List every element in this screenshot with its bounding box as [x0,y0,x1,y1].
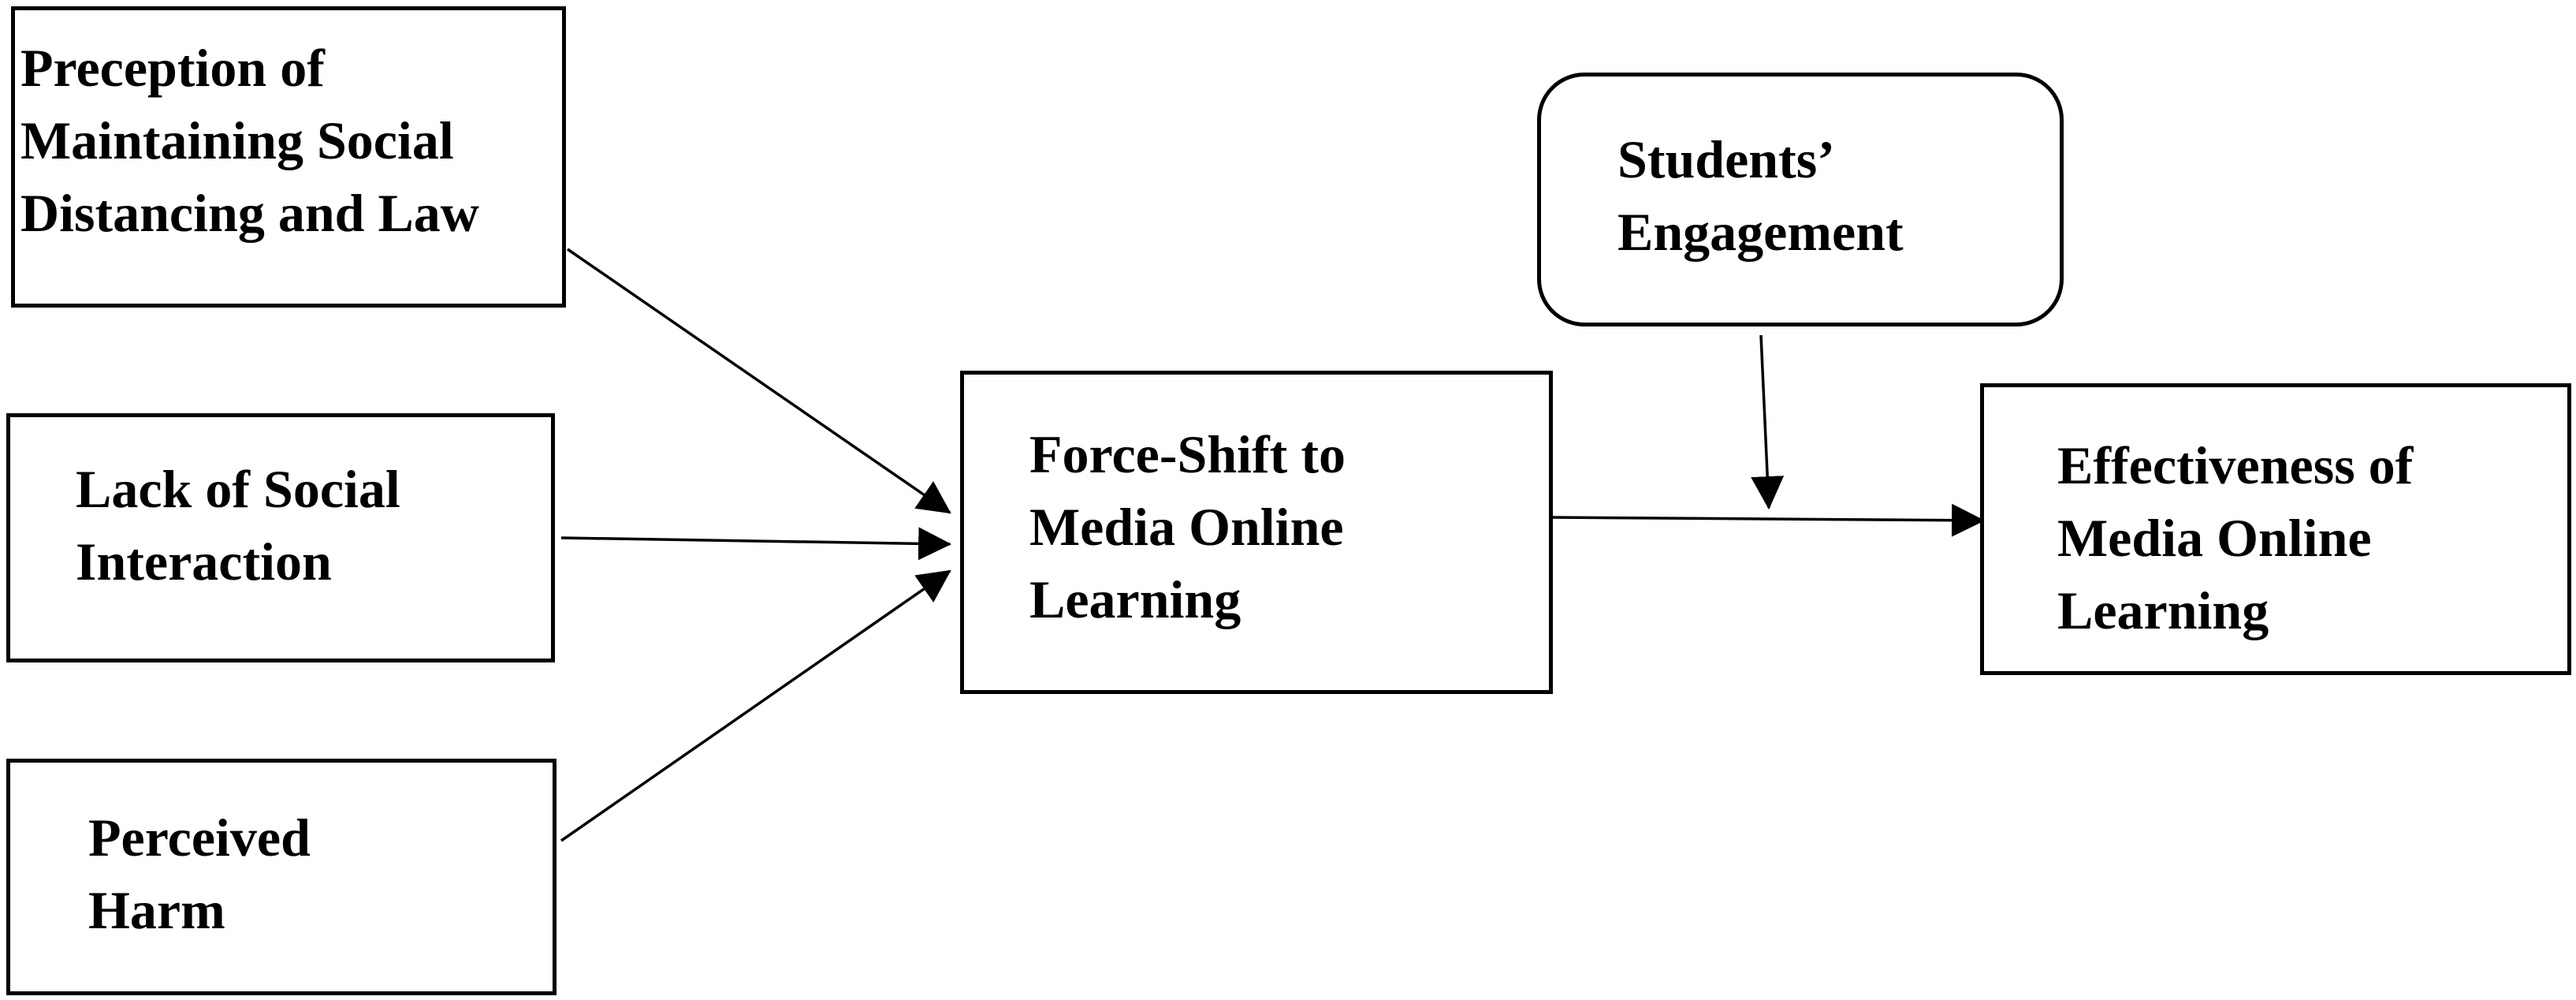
arrow-perception-to-force-shift [567,248,951,514]
node-force-shift-line-1: Force-Shift to [1029,424,1346,484]
arrow-lack-interaction-to-force-shift [560,527,952,561]
node-engagement-label: Students’ Engagement [1617,123,1904,268]
node-effectiveness-box [1980,383,2571,675]
arrow-force-shift-to-effectiveness [1550,503,1986,537]
node-perception-line-1: Preception of [20,38,325,98]
arrow-perceived-harm-to-force-shift [560,569,951,842]
node-effectiveness-line-1: Effectiveness of [2057,435,2414,495]
node-perceived-harm-box [6,759,557,995]
node-effectiveness-label: Effectiveness of Media Online Learning [2057,429,2413,647]
node-perception-line-3: Distancing and Law [20,183,479,243]
node-force-shift-box [960,371,1553,694]
node-lack-interaction-line-2: Interaction [76,532,332,591]
node-lack-interaction-box [6,413,555,662]
node-effectiveness-line-3: Learning [2057,580,2269,640]
arrow-engagement-to-link [1751,334,1785,510]
node-engagement-line-2: Engagement [1617,202,1904,262]
node-force-shift-line-3: Learning [1029,569,1241,629]
node-perceived-harm-line-2: Harm [88,880,225,940]
node-perceived-harm-line-1: Perceived [88,808,311,868]
node-perceived-harm-label: Perceived Harm [88,801,311,946]
node-effectiveness-line-2: Media Online [2057,508,2372,568]
node-engagement-line-1: Students’ [1617,129,1835,189]
node-force-shift-label: Force-Shift to Media Online Learning [1029,418,1346,636]
node-lack-interaction-label: Lack of Social Interaction [76,453,400,598]
node-lack-interaction-line-1: Lack of Social [76,459,400,519]
node-perception-box [11,6,566,308]
node-engagement-box [1537,73,2064,326]
node-perception-line-2: Maintaining Social [20,110,454,170]
node-perception-label: Preception of Maintaining Social Distanc… [20,32,479,249]
node-force-shift-line-2: Media Online [1029,497,1344,557]
